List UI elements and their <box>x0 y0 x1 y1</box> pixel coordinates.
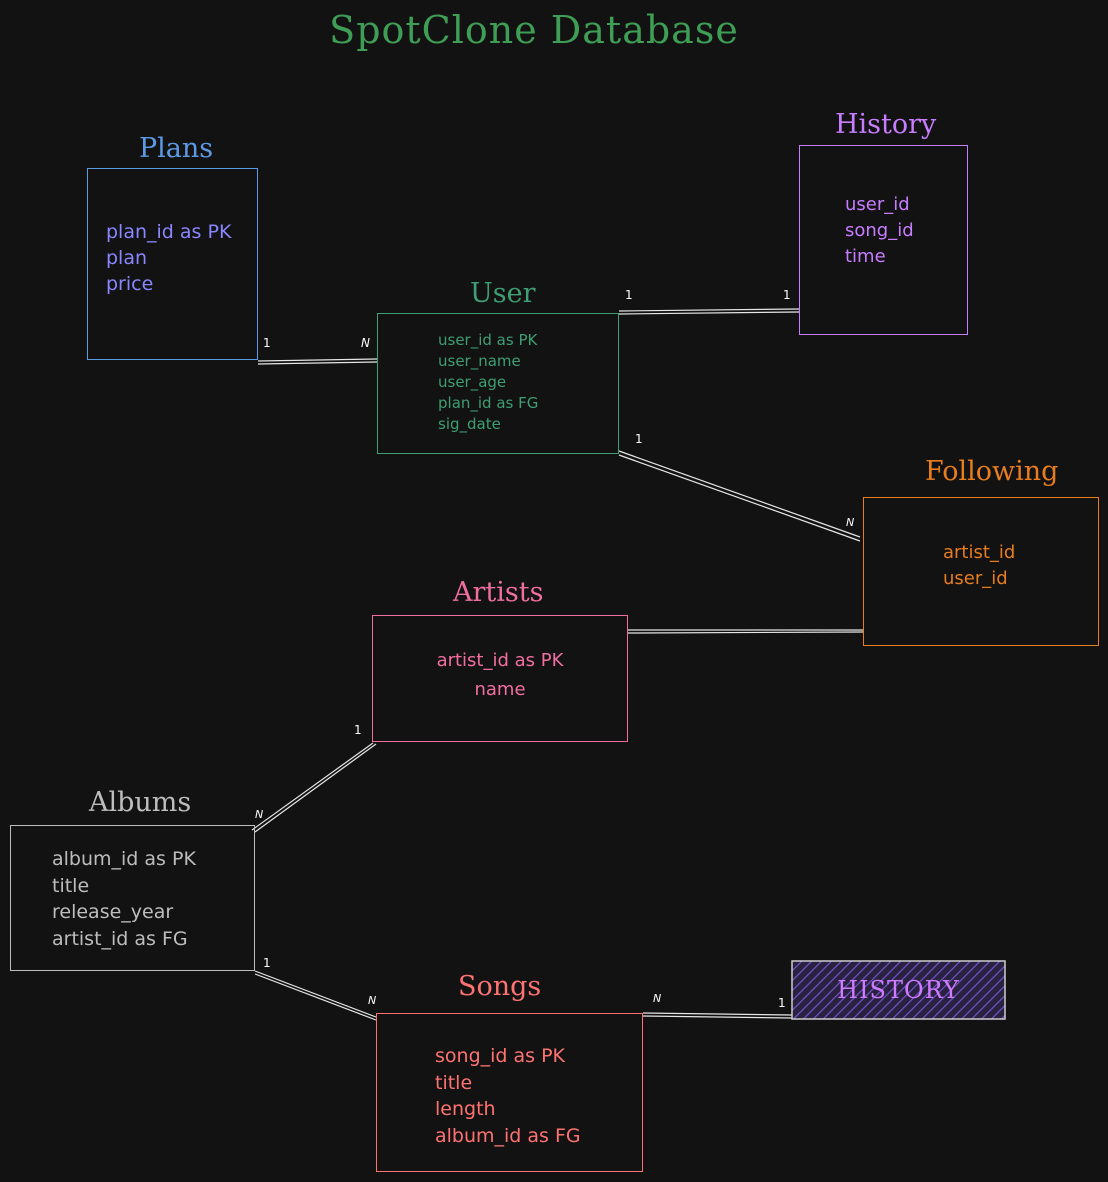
artists-field: name <box>474 679 526 700</box>
cardinality-songs-history-from: N <box>653 992 662 1005</box>
relation-user-history <box>618 308 800 315</box>
user-field: sig_date <box>438 415 501 433</box>
plans-fields: plan_id as PK plan price <box>106 223 231 301</box>
cardinality-plans-user-to: N <box>361 336 370 350</box>
songs-field: title <box>435 1071 473 1094</box>
history-fields: user_id song_id time <box>845 196 914 274</box>
songs-fields: song_id as PK title length album_id as F… <box>435 1047 581 1153</box>
songs-title: Songs <box>458 971 542 1002</box>
cardinality-artists-albums-from: 1 <box>354 723 362 737</box>
relation-songs-history <box>642 1012 793 1019</box>
cardinality-user-following-to: N <box>846 516 855 529</box>
relation-artists-following <box>627 629 864 634</box>
cardinality-songs-history-to: 1 <box>778 996 786 1010</box>
following-title: Following <box>925 456 1059 487</box>
albums-field: album_id as PK <box>52 848 196 870</box>
plans-title: Plans <box>139 133 214 164</box>
relation-albums-songs <box>254 970 377 1021</box>
plans-box <box>87 168 258 360</box>
user-box <box>377 313 619 454</box>
relation-user-following <box>618 450 861 542</box>
artists-title: Artists <box>453 577 544 608</box>
cardinality-user-following-from: 1 <box>635 432 643 446</box>
cardinality-plans-user-from: 1 <box>263 336 271 350</box>
diagram-title: SpotClone Database <box>329 8 739 52</box>
history-field: user_id <box>845 194 910 215</box>
artists-field: artist_id as PK <box>436 650 564 671</box>
following-field: artist_id <box>943 542 1016 563</box>
following-field: user_id <box>943 568 1008 589</box>
albums-title: Albums <box>89 787 192 818</box>
user-title: User <box>470 278 536 309</box>
following-fields: artist_id user_id <box>943 544 1015 596</box>
cardinality-user-history-to: 1 <box>783 288 791 302</box>
history-field: song_id <box>845 220 914 241</box>
following-box <box>863 497 1099 646</box>
songs-field: length <box>435 1098 496 1120</box>
artists-fields: artist_id as PK name <box>372 652 628 710</box>
cardinality-artists-albums-to: N <box>255 808 264 821</box>
history-ref-label: HISTORY <box>837 976 960 1004</box>
history-box <box>799 145 968 335</box>
relation-plans-user <box>257 358 378 365</box>
albums-box <box>10 825 255 971</box>
plans-field: price <box>106 273 154 295</box>
user-field: user_name <box>438 352 521 370</box>
history-ref-box <box>791 960 1006 1020</box>
relation-artists-albums <box>251 742 377 833</box>
songs-field: album_id as FG <box>435 1124 581 1147</box>
history-field: time <box>845 246 886 267</box>
user-field: user_id as PK <box>438 331 538 349</box>
songs-field: song_id as PK <box>435 1045 566 1067</box>
albums-field: release_year <box>52 901 174 923</box>
albums-field: artist_id as FG <box>52 927 188 950</box>
plans-field: plan <box>106 247 148 269</box>
user-field: plan_id as FG <box>438 394 539 412</box>
user-fields: user_id as PK user_name user_age plan_id… <box>438 333 538 438</box>
albums-field: title <box>52 874 90 897</box>
cardinality-albums-songs-to: N <box>368 994 377 1007</box>
plans-field: plan_id as PK <box>106 221 232 243</box>
cardinality-user-history-from: 1 <box>625 288 633 302</box>
songs-box <box>376 1013 643 1172</box>
user-field: user_age <box>438 373 507 391</box>
cardinality-albums-songs-from: 1 <box>263 956 271 970</box>
artists-box <box>372 615 628 742</box>
history-title: History <box>835 109 937 140</box>
albums-fields: album_id as PK title release_year artist… <box>52 850 196 956</box>
